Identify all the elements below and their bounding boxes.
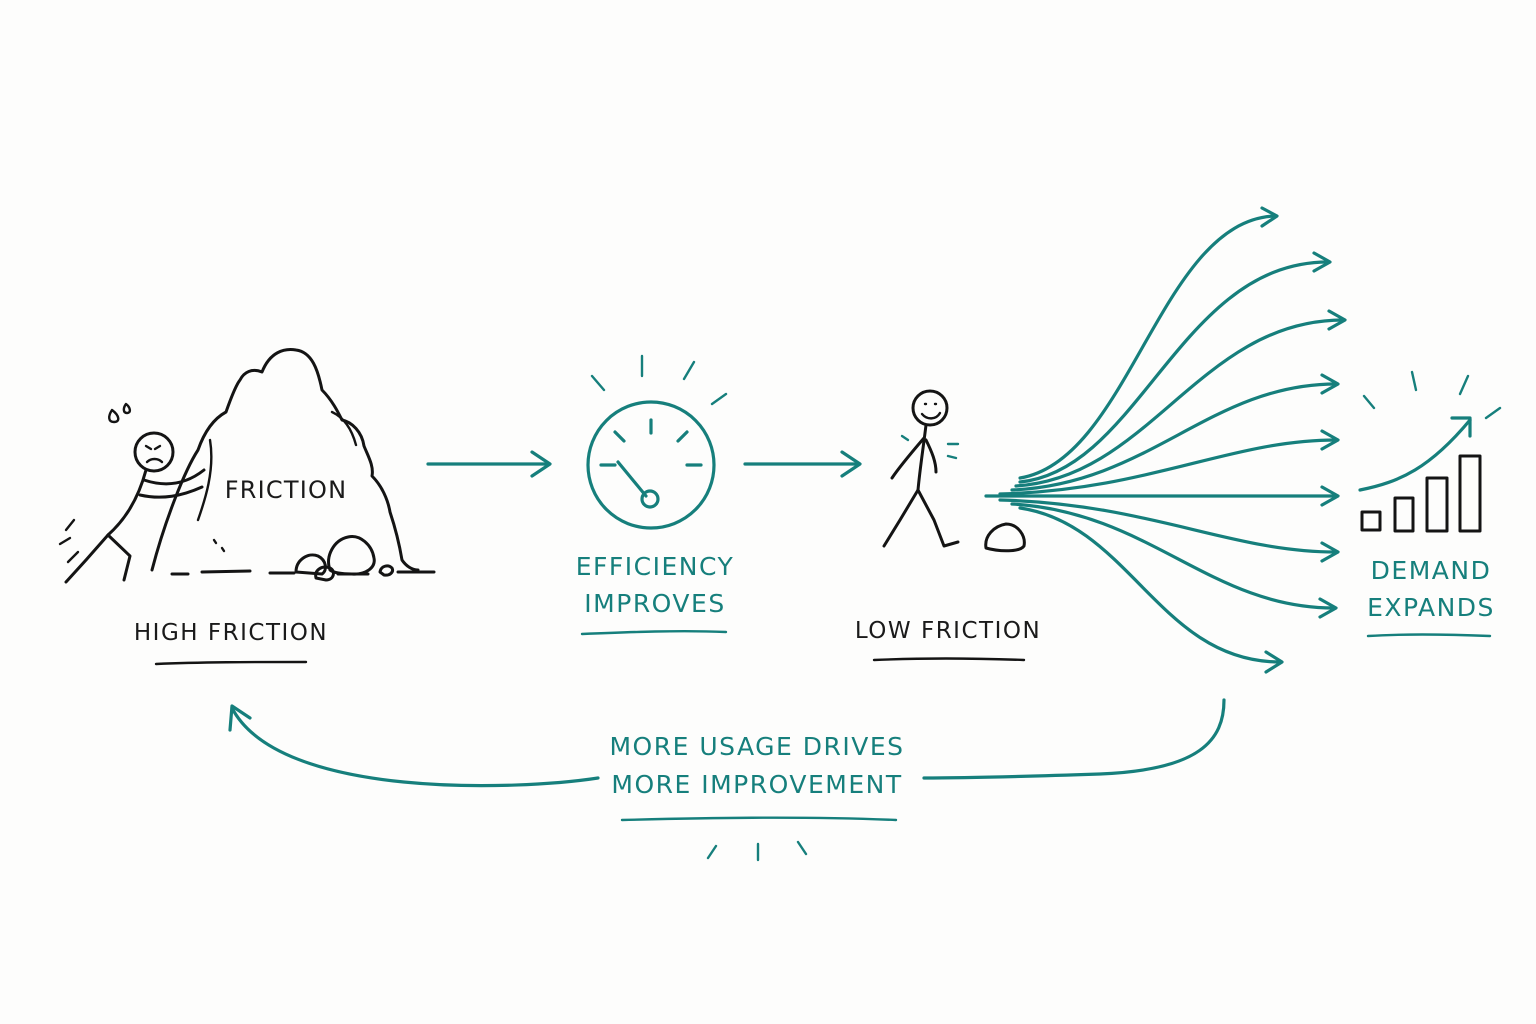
speedometer-icon	[586, 354, 728, 530]
demand-label-line1: DEMAND	[1370, 556, 1492, 585]
boulder-label: FRICTION	[224, 476, 348, 504]
struggling-stick-figure-icon	[58, 402, 206, 584]
rising-bar-chart-icon	[1358, 370, 1502, 533]
demand-label-line2: EXPANDS	[1367, 593, 1495, 622]
high-friction-underline	[154, 660, 308, 666]
demand-underline	[1366, 633, 1492, 638]
feedback-label-line1: MORE USAGE DRIVES	[609, 732, 905, 761]
low-friction-underline	[872, 657, 1026, 662]
feedback-underline	[620, 816, 898, 822]
efficiency-label-line1: EFFICIENCY	[575, 552, 735, 581]
efficiency-label-line2: IMPROVES	[584, 589, 726, 618]
small-pebble-icon	[984, 522, 1026, 553]
boulder-icon	[150, 348, 420, 572]
high-friction-label: HIGH FRICTION	[133, 620, 329, 646]
arrow-efficiency-to-low	[743, 450, 862, 478]
ground-line	[170, 569, 436, 576]
efficiency-underline	[580, 629, 728, 636]
feedback-loop-arrow	[228, 698, 1226, 862]
demand-arrow-fan	[984, 206, 1347, 674]
arrow-high-to-efficiency	[426, 450, 552, 478]
feedback-label-line2: MORE IMPROVEMENT	[611, 770, 903, 799]
walking-stick-figure-icon	[882, 389, 960, 548]
low-friction-label: LOW FRICTION	[854, 618, 1042, 644]
